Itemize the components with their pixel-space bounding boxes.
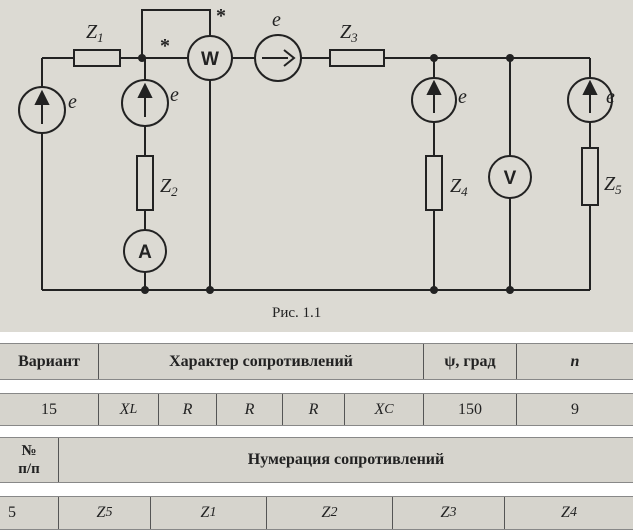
label-z5: Z5 <box>604 173 622 197</box>
label-z1: Z1 <box>86 21 104 45</box>
resistor-z5 <box>581 147 599 206</box>
char-3: R <box>216 394 282 425</box>
label-e5: e <box>606 86 615 108</box>
ammeter-circle <box>123 229 167 273</box>
circuit-figure: Z1 Z3 Z2 Z4 Z5 e e e e e W V A * * Рис. … <box>0 0 633 332</box>
label-z2: Z2 <box>160 175 178 199</box>
wattmeter-label: W <box>201 49 219 70</box>
variant-value: 15 <box>41 400 57 418</box>
voltmeter-circle <box>488 155 532 199</box>
header-n: n <box>516 344 633 379</box>
header-numbering: Нумерация сопротивлений <box>58 438 633 482</box>
resistor-z2 <box>136 155 154 211</box>
resistor-z3 <box>329 49 385 67</box>
header-num: № п/п <box>18 443 40 477</box>
label-e3: e <box>272 9 281 31</box>
header-variant: Вариант <box>18 352 80 370</box>
header-psi: ψ, град <box>423 344 516 379</box>
circuit-diagram: Z1 Z3 Z2 Z4 Z5 e e e e e W V A * * <box>18 5 622 294</box>
star-marker-top: * <box>216 5 226 27</box>
voltmeter-label: V <box>504 168 517 189</box>
n-value: 9 <box>516 394 633 425</box>
label-e2: e <box>170 84 179 106</box>
table1-header: Вариант Характер сопротивлений ψ, град n <box>0 343 633 380</box>
resistor-z4 <box>425 155 443 211</box>
label-e4: e <box>458 86 467 108</box>
psi-value: 150 <box>423 394 516 425</box>
star-marker-left: * <box>160 35 170 57</box>
char-2: R <box>158 394 216 425</box>
header-resistance-type: Характер сопротивлений <box>98 344 423 379</box>
ammeter-label: A <box>138 242 152 263</box>
figure-caption: Рис. 1.1 <box>272 305 322 321</box>
label-z4: Z4 <box>450 175 468 199</box>
label-z3: Z3 <box>340 21 358 45</box>
resistor-z1 <box>73 49 121 67</box>
row-num: 5 <box>8 504 16 521</box>
char-4: R <box>282 394 344 425</box>
wattmeter-circle <box>187 35 233 81</box>
table2-header: № п/п Нумерация сопротивлений <box>0 437 633 483</box>
label-e-left: e <box>68 91 77 113</box>
